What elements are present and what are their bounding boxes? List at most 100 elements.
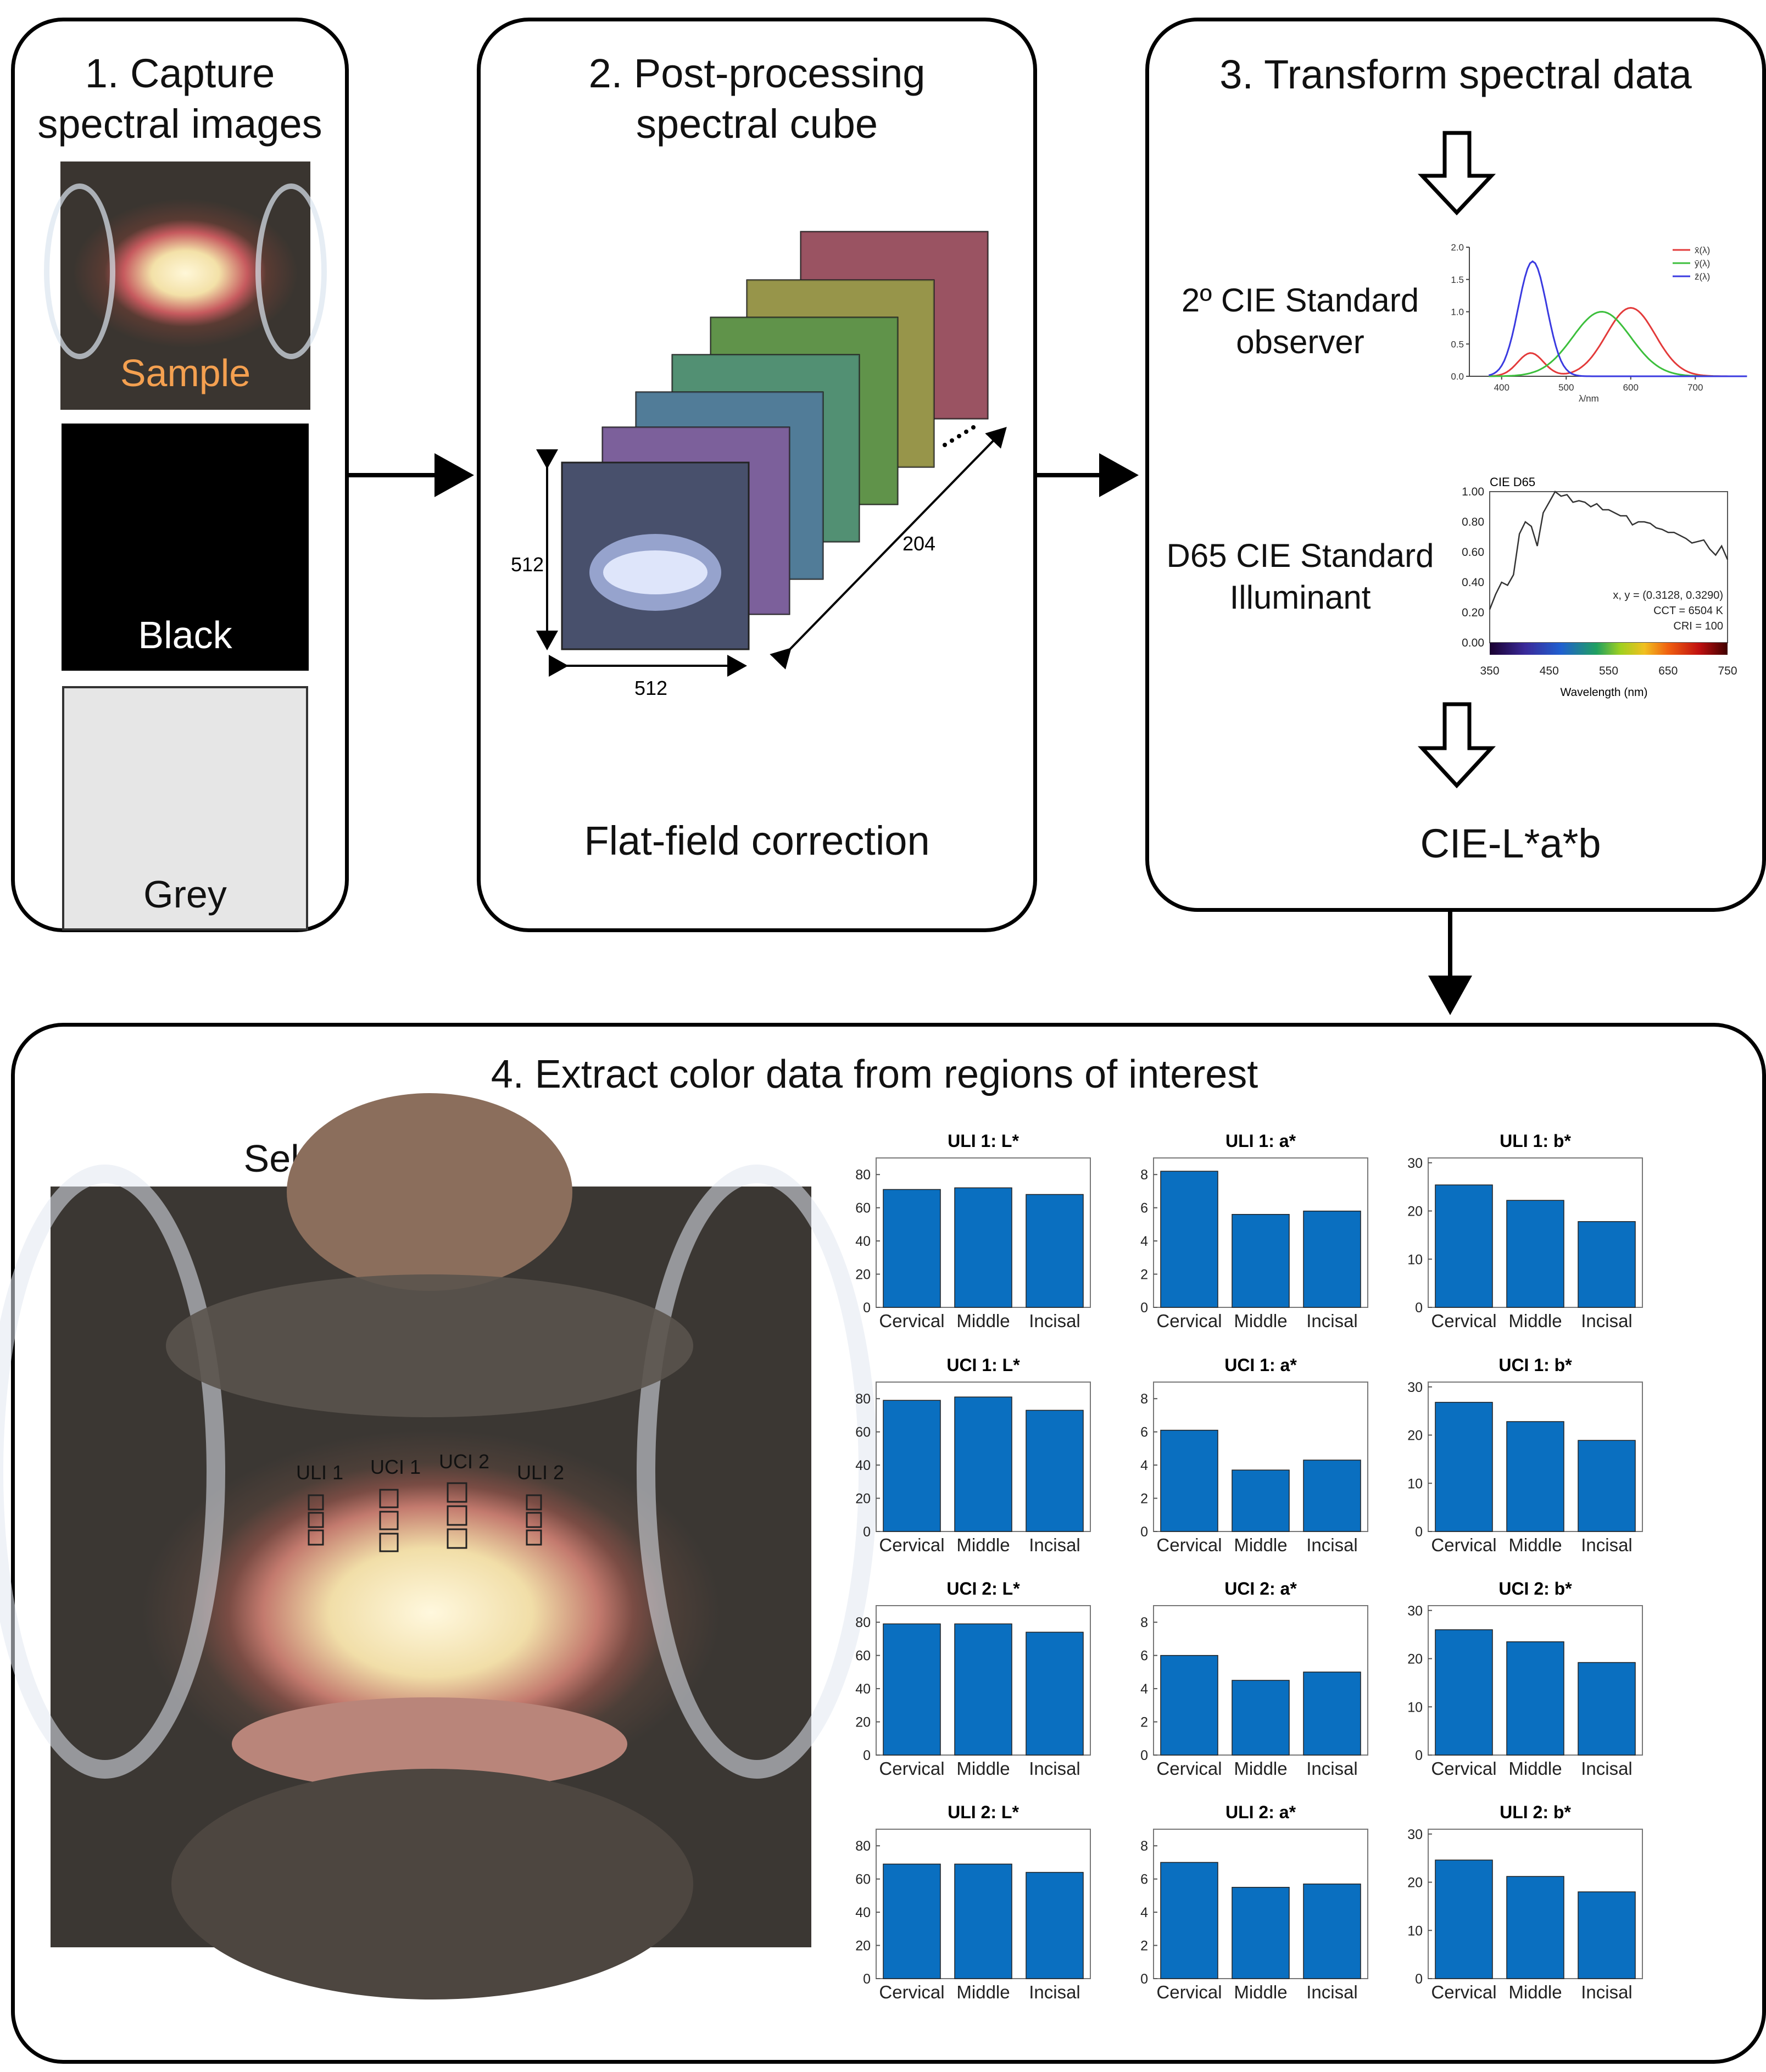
y-tick-label: 10 (1407, 1923, 1423, 1939)
y-tick-label: 2 (1140, 1715, 1148, 1730)
cie-lab-output-label: CIE-L*a*b (1420, 821, 1601, 866)
category-label: Middle (956, 1982, 1010, 2002)
y-tick-label: 0 (1140, 1300, 1148, 1316)
x-tick-label: 500 (1558, 382, 1574, 393)
y-tick-label: 0.60 (1462, 546, 1484, 559)
cmf-curve (1488, 260, 1747, 377)
legend-label: z̄(λ) (1695, 271, 1710, 282)
x-tick-label: 550 (1599, 665, 1618, 677)
d65-plot-frame (1489, 491, 1728, 643)
dim-depth-label: 204 (903, 532, 935, 555)
down-arrow-icon (1417, 131, 1496, 216)
y-tick-label: 2 (1140, 1491, 1148, 1507)
roi-box (526, 1494, 542, 1511)
bar-chart-title: UCI 1: a* (1224, 1355, 1297, 1375)
category-label: Incisal (1581, 1982, 1633, 2002)
y-tick-label: 8 (1140, 1391, 1148, 1407)
y-tick-label: 20 (855, 1267, 871, 1283)
bar (1160, 1862, 1218, 1979)
flat-field-correction-label: Flat-field correction (584, 818, 930, 864)
grey-label: Grey (143, 873, 227, 916)
y-tick-label: 6 (1140, 1648, 1148, 1664)
roi-overlay: ULI 1 UCI 1 UCI 2 ULI 2 (296, 1450, 564, 1552)
bar-chart-title: UCI 1: L* (946, 1355, 1020, 1375)
bar-chart-title: UCI 2: b* (1498, 1579, 1572, 1598)
bar (1506, 1876, 1564, 1979)
category-label: Middle (1508, 1311, 1562, 1331)
roi-label-uci1: UCI 1 (370, 1456, 421, 1478)
roi-box (379, 1489, 399, 1508)
bar (954, 1396, 1012, 1532)
category-label: Incisal (1029, 1535, 1080, 1555)
y-tick-label: 0 (863, 1300, 871, 1316)
category-label: Middle (1234, 1535, 1287, 1555)
down-arrow-icon-2 (1417, 702, 1496, 789)
y-tick-label: 60 (855, 1201, 871, 1216)
x-tick-label: 400 (1494, 382, 1509, 393)
bar-chart-title: UCI 2: a* (1224, 1579, 1297, 1598)
category-label: Middle (1508, 1758, 1562, 1779)
y-tick-label: 60 (855, 1425, 871, 1440)
y-tick-label: 80 (855, 1167, 871, 1183)
y-tick-label: 8 (1140, 1167, 1148, 1183)
category-label: Incisal (1306, 1982, 1358, 2002)
y-tick-label: 0 (1415, 1748, 1423, 1763)
roi-box (308, 1529, 324, 1546)
d65-xlabel: Wavelength (nm) (1560, 686, 1647, 699)
bar (1026, 1631, 1084, 1756)
bar (1026, 1194, 1084, 1308)
x-tick-label: 350 (1480, 665, 1499, 677)
y-tick-label: 40 (855, 1458, 871, 1473)
category-label: Cervical (1431, 1758, 1496, 1779)
y-tick-label: 20 (855, 1939, 871, 1954)
bar-chart-title: ULI 1: L* (948, 1131, 1019, 1151)
bar-chart-title: ULI 2: b* (1500, 1802, 1571, 1822)
observer-label-line1: 2º CIE Standard (1181, 282, 1419, 319)
x-tick-label: 750 (1718, 665, 1737, 677)
bar (1160, 1429, 1218, 1532)
bar (883, 1623, 941, 1756)
bar (954, 1623, 1012, 1756)
bar (883, 1189, 941, 1308)
illuminant-label-line2: Illuminant (1229, 579, 1371, 616)
roi-box (526, 1529, 542, 1546)
y-tick-label: 4 (1140, 1234, 1148, 1249)
y-tick-label: 40 (855, 1681, 871, 1697)
d65-annotation: CRI = 100 (1673, 620, 1723, 632)
black-label: Black (138, 614, 232, 656)
x-tick-label: 650 (1658, 665, 1678, 677)
y-tick-label: 30 (1407, 1827, 1423, 1842)
sample-image: Sample (44, 161, 327, 410)
nose-area (287, 1093, 572, 1291)
category-label: Incisal (1029, 1758, 1080, 1779)
y-tick-label: 0.40 (1462, 576, 1484, 589)
bar (1303, 1672, 1361, 1756)
bar (1303, 1460, 1361, 1532)
legend-label: x̄(λ) (1695, 245, 1710, 255)
y-tick-label: 0 (1415, 1971, 1423, 1987)
bar (1026, 1872, 1084, 1979)
bar (1578, 1440, 1636, 1532)
category-label: Middle (956, 1535, 1010, 1555)
category-label: Incisal (1029, 1982, 1080, 2002)
y-tick-label: 4 (1140, 1681, 1148, 1697)
y-tick-label: 80 (855, 1391, 871, 1407)
beard (171, 1769, 693, 1999)
panel-capture: 1. Capture spectral images Sample Black … (11, 18, 349, 932)
illuminant-label: D65 CIE Standard Illuminant (1166, 535, 1435, 619)
y-tick-label: 0 (1415, 1300, 1423, 1316)
cube-dimensions (536, 427, 1007, 677)
bar (1578, 1662, 1636, 1756)
category-label: Middle (1234, 1758, 1287, 1779)
bar (1303, 1210, 1361, 1308)
category-label: Incisal (1306, 1311, 1358, 1331)
y-tick-label: 20 (1407, 1875, 1423, 1891)
y-tick-label: 1.5 (1451, 275, 1464, 285)
